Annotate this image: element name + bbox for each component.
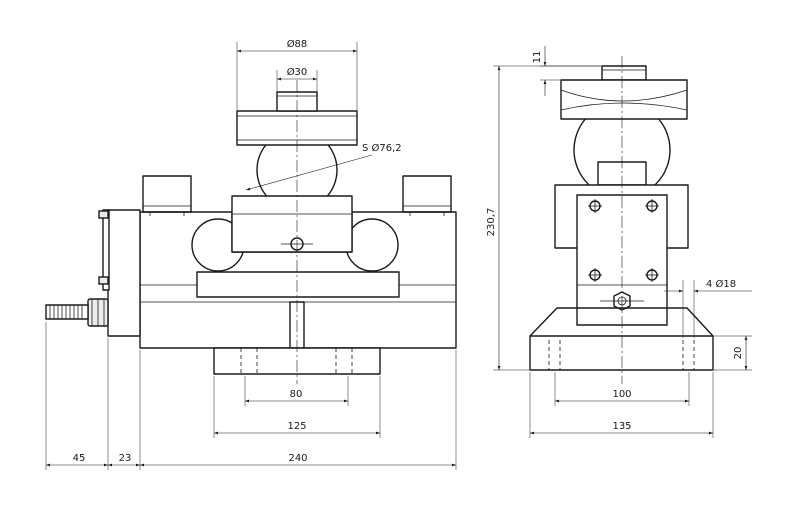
dim-125: 125 [287,421,306,432]
side-view: 11 230,7 4 Ø18 20 100 135 [486,46,752,438]
dim-240: 240 [288,453,307,464]
side-lower-body [529,335,714,371]
dim-dia-88: Ø88 [287,38,308,50]
dim-11: 11 [532,51,543,64]
side-top-stud [601,65,647,81]
dim-45: 45 [73,453,86,464]
connector-box [107,209,141,337]
lower-plate [196,271,400,298]
dim-135: 135 [612,421,631,432]
dim-dia-30: Ø30 [287,66,308,78]
dim-100: 100 [612,389,631,400]
dim-4-dia-18: 4 Ø18 [706,278,736,290]
right-pedestal [402,175,452,213]
dim-230-7: 230,7 [486,208,497,237]
bolt-pattern [588,199,659,282]
dim-23: 23 [119,453,132,464]
cable [45,304,89,320]
right-ball [345,218,399,272]
side-top-cap [560,79,688,120]
front-view: Ø88 Ø30 S Ø76,2 80 125 45 23 240 [45,38,457,470]
dim-sphere: S Ø76,2 [362,142,402,154]
left-pedestal [142,175,192,213]
dim-20: 20 [733,347,744,360]
dim-80: 80 [290,389,303,400]
